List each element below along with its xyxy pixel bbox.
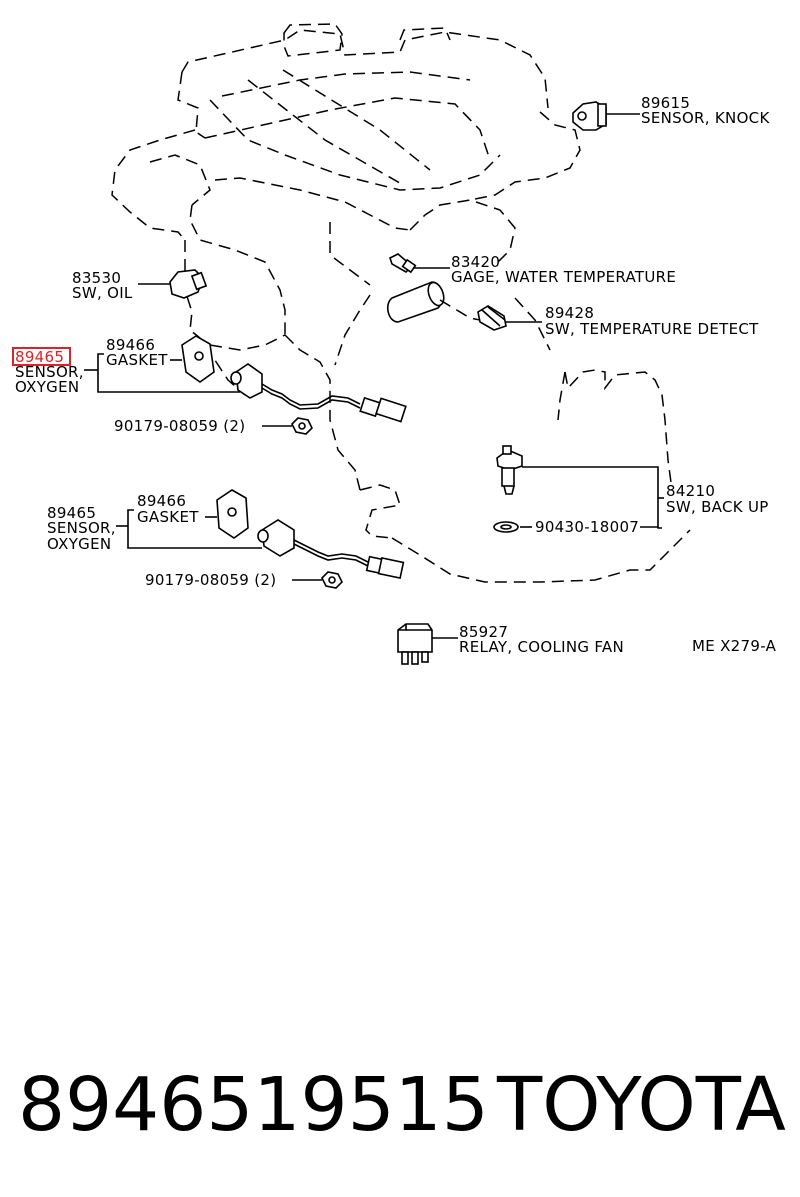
gasket-lower-code: 89466 [137, 492, 186, 510]
knock-sensor[interactable] [572, 101, 640, 131]
backup-switch-code: 84210 [666, 482, 715, 500]
temp-detect-switch-name: SW, TEMPERATURE DETECT [545, 320, 759, 338]
figure-reference: ME X279-A [692, 637, 777, 655]
oxygen-sensor-lower-name-line1: SENSOR, [47, 519, 116, 537]
footer-brand: TOYOTA [497, 1062, 786, 1148]
highlight-box [12, 347, 71, 366]
gasket-lower-name: GASKET [137, 508, 199, 526]
oxygen-sensor-lower-bracket [116, 509, 262, 549]
temp-detect-switch-code: 89428 [545, 304, 594, 322]
thermostat-housing [386, 281, 491, 323]
cooling-fan-relay[interactable] [397, 623, 458, 665]
oxygen-sensor-lower-code: 89465 [47, 504, 96, 522]
oxygen-sensor-upper[interactable] [181, 335, 407, 423]
oxygen-sensor-upper-bracket [84, 353, 240, 393]
oil-switch-name: SW, OIL [72, 284, 133, 302]
washer[interactable] [493, 521, 532, 533]
oxygen-sensor-upper-name-line2: OXYGEN [15, 378, 79, 396]
cooling-fan-relay-code: 85927 [459, 623, 508, 641]
oxygen-sensor-upper-code: 89465 [15, 348, 64, 366]
knock-sensor-code: 89615 [641, 94, 690, 112]
nut-upper[interactable] [262, 417, 313, 435]
cooling-fan-relay-name: RELAY, COOLING FAN [459, 638, 624, 656]
water-temp-gauge-name: GAGE, WATER TEMPERATURE [451, 268, 676, 286]
oxygen-sensor-upper-name-line1: SENSOR, [15, 363, 84, 381]
nut-upper-label: 90179-08059 (2) [114, 417, 245, 435]
engine-outline [111, 23, 691, 583]
nut-lower[interactable] [292, 571, 343, 589]
water-temp-gauge-code: 83420 [451, 253, 500, 271]
oxygen-sensor-lower-name-line2: OXYGEN [47, 535, 111, 553]
water-temp-gauge[interactable] [389, 253, 450, 274]
backup-switch[interactable] [496, 445, 664, 529]
temp-detect-switch[interactable] [477, 305, 542, 331]
footer: 8946519515 TOYOTA [0, 1060, 800, 1150]
knock-sensor-name: SENSOR, KNOCK [641, 109, 770, 127]
parts-diagram: 89615 SENSOR, KNOCK 83420 GAGE, WATER TE… [12, 23, 777, 665]
oxygen-sensor-lower[interactable] [216, 489, 405, 580]
washer-label: 90430-18007 [535, 518, 639, 536]
gasket-upper-code: 89466 [106, 336, 155, 354]
gasket-upper-name: GASKET [106, 351, 168, 369]
backup-switch-name: SW, BACK UP [666, 498, 769, 516]
footer-part-number: 8946519515 [18, 1062, 489, 1148]
nut-lower-label: 90179-08059 (2) [145, 571, 276, 589]
oil-switch[interactable] [138, 269, 208, 299]
oil-switch-code: 83530 [72, 269, 121, 287]
